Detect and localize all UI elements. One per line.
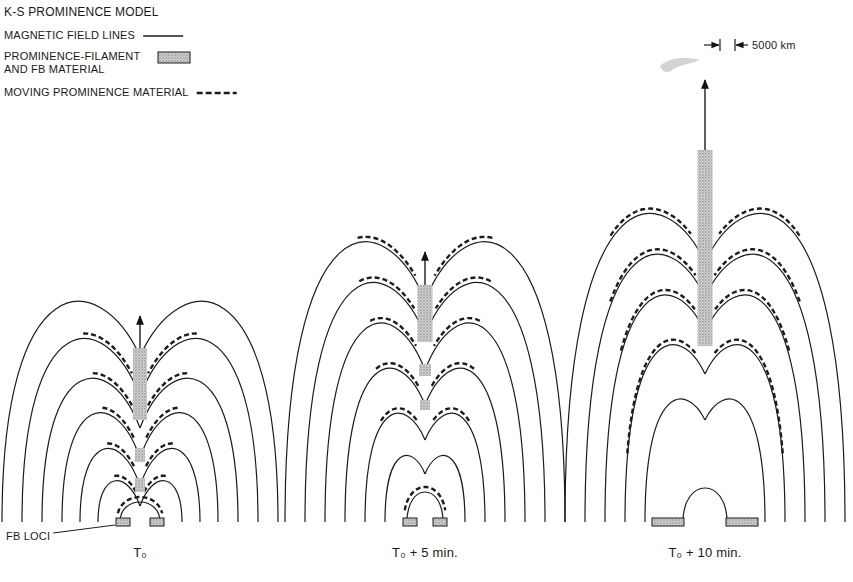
field-line <box>140 481 182 522</box>
field-line <box>140 338 258 522</box>
field-line <box>22 338 140 522</box>
field-line <box>645 399 705 522</box>
moving-material-sample <box>197 92 237 95</box>
field-line <box>425 282 545 522</box>
field-line <box>705 399 765 522</box>
fb-locus <box>150 518 164 526</box>
fb-locus <box>652 518 684 526</box>
field-line <box>425 455 465 522</box>
prominence-material <box>418 285 433 342</box>
moving-material <box>147 373 187 408</box>
prominence-material <box>135 448 145 462</box>
moving-material <box>145 443 172 467</box>
prominence-panel <box>285 237 565 526</box>
legend-text: MOVING PROMINENCE MATERIAL <box>4 86 189 99</box>
time-label: T₀ + 5 min. <box>392 546 458 559</box>
moving-material <box>381 408 418 421</box>
field-line <box>325 323 425 522</box>
moving-material <box>118 497 162 513</box>
moving-material <box>359 277 414 308</box>
field-line <box>605 295 705 522</box>
ejected-material <box>660 58 700 72</box>
diagram-title: K-S PROMINENCE MODEL <box>4 6 159 19</box>
legend-samples <box>143 36 237 93</box>
field-line <box>305 282 425 522</box>
field-line <box>705 254 825 522</box>
field-line <box>425 323 525 522</box>
field-line <box>705 214 845 522</box>
moving-material <box>713 340 783 454</box>
prominence-panel <box>2 301 278 526</box>
legend-text: MAGNETIC FIELD LINES <box>4 29 135 42</box>
moving-material <box>358 237 416 276</box>
field-line <box>565 214 705 522</box>
moving-material <box>719 209 799 236</box>
fb-locus <box>726 518 758 526</box>
moving-material <box>432 408 469 421</box>
prominence-panel <box>565 80 845 526</box>
moving-material <box>435 237 493 276</box>
field-line <box>2 301 140 522</box>
loci-label: FB LOCI <box>6 530 50 543</box>
scale-label: 5000 km <box>752 39 796 52</box>
moving-material <box>148 333 197 373</box>
leader-line <box>53 525 115 533</box>
prominence-material <box>135 478 145 492</box>
field-line <box>140 448 200 522</box>
prominence-material <box>420 400 430 410</box>
material-swatch <box>158 52 190 63</box>
rise-arrow <box>704 80 705 150</box>
moving-material <box>611 209 691 236</box>
moving-material <box>114 476 136 493</box>
moving-material <box>83 333 132 373</box>
field-line <box>425 413 485 522</box>
field-line <box>705 295 805 522</box>
prominence-material <box>698 150 713 346</box>
field-line <box>683 488 727 522</box>
legend-text: PROMINENCE-FILAMENT AND FB MATERIAL <box>4 50 154 76</box>
field-line <box>705 345 785 522</box>
time-label: T₀ + 10 min. <box>668 546 741 559</box>
rise-arrow <box>424 252 425 285</box>
field-line-sample <box>143 35 183 36</box>
field-line <box>42 378 140 522</box>
moving-material <box>405 487 445 510</box>
field-line <box>80 448 140 522</box>
fb-locus <box>403 518 417 526</box>
fb-locus <box>433 518 447 526</box>
field-line <box>98 481 140 522</box>
moving-material <box>431 363 474 386</box>
moving-material <box>436 277 491 308</box>
moving-material <box>376 363 419 386</box>
fb-locus <box>116 518 130 526</box>
time-label: T₀ <box>133 546 147 559</box>
prominence-material <box>419 364 431 376</box>
moving-material <box>93 373 133 408</box>
field-line <box>425 242 565 522</box>
moving-material <box>145 408 177 440</box>
prominence-material <box>133 348 147 420</box>
field-line <box>140 301 278 522</box>
field-line <box>285 242 425 522</box>
field-line <box>585 254 705 522</box>
moving-material <box>370 318 416 346</box>
scale-bar <box>704 39 748 51</box>
moving-material <box>627 340 697 454</box>
rise-arrow <box>139 316 140 348</box>
moving-material <box>434 318 480 346</box>
moving-material <box>102 408 134 440</box>
moving-material <box>143 476 165 493</box>
moving-material <box>107 443 134 467</box>
field-line <box>625 345 705 522</box>
field-line <box>365 413 425 522</box>
